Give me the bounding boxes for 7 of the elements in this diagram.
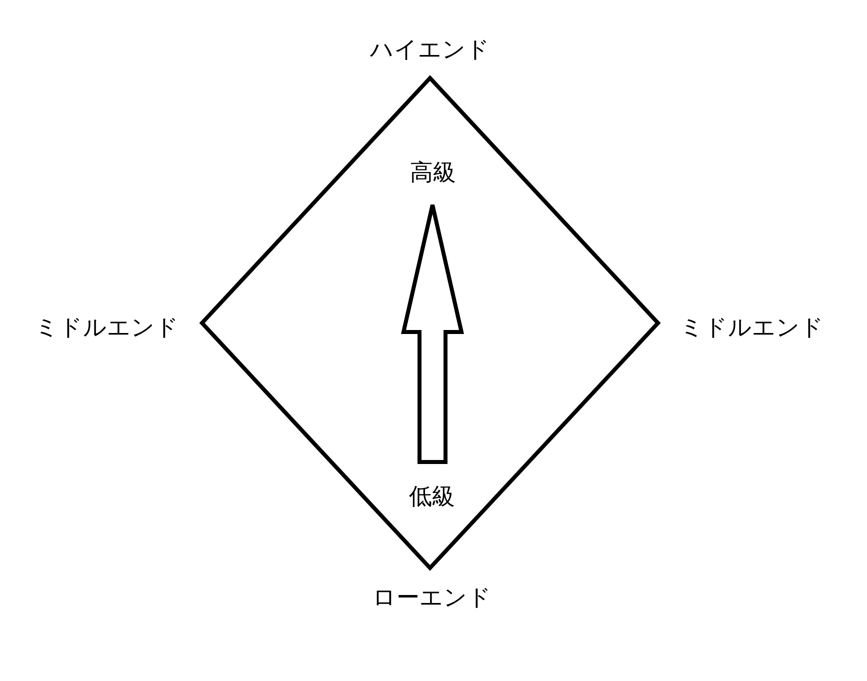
level-label: 低級 (408, 483, 456, 512)
tier-label: ミドルエンド (35, 314, 179, 343)
tier-label: ハイエンド (370, 36, 490, 65)
tier-label: ミドルエンド (680, 314, 824, 343)
tier-label: ローエンド (372, 584, 492, 613)
level-label: 高級 (409, 159, 457, 188)
block-arrow (401, 203, 464, 464)
